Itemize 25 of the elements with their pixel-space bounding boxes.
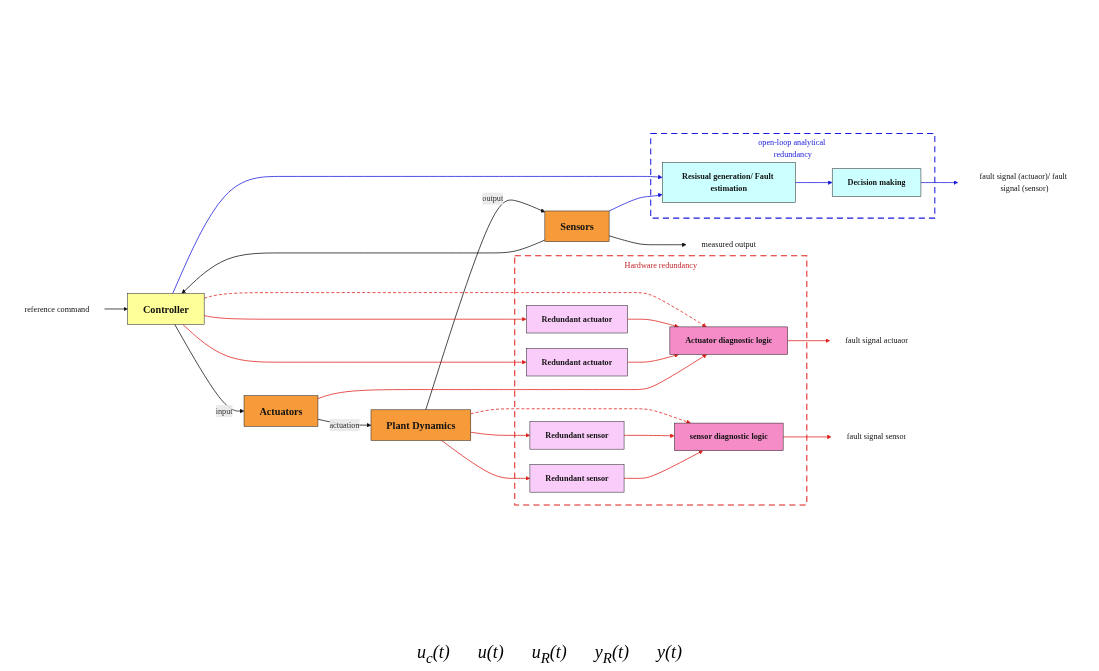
node-box: Resisual generation/ Fault estimation <box>661 162 796 203</box>
node-box: Redundant sensor <box>529 464 624 493</box>
signal-label: u$_{c}$(t) <box>417 642 450 667</box>
edge-label: input <box>215 406 233 416</box>
node-box: Sensors <box>544 210 609 242</box>
signal-label: u$_{R}$(t) <box>531 642 567 667</box>
node-text: measured output <box>701 240 756 249</box>
node-box: Actuator diagnostic logic <box>669 326 788 355</box>
node-box: Controller <box>126 293 204 325</box>
signal-label: y$_{R}$(t) <box>594 642 629 667</box>
node-box: Actuators <box>243 395 318 427</box>
node-box: Plant Dynamics <box>370 409 471 441</box>
node-box: sensor diagnostic logic <box>673 422 783 451</box>
signal-label: y(t) <box>657 642 682 665</box>
node-text: fault signal actuaor <box>844 336 908 345</box>
node-box: Redundant actuator <box>525 305 628 334</box>
node-text: fault signal (actuaor)/ fault signal (sensor) <box>979 171 1067 193</box>
node-box: Redundant actuator <box>525 348 628 377</box>
node-text: fault signal sensor <box>846 432 906 441</box>
edge-label: output <box>481 194 503 203</box>
node-box: Redundant sensor <box>529 421 624 450</box>
signal-label: u(t) <box>477 642 504 665</box>
node-box: Decision making <box>831 168 921 197</box>
edge-label: actuation <box>328 420 359 430</box>
node-text: reference command <box>23 304 89 314</box>
